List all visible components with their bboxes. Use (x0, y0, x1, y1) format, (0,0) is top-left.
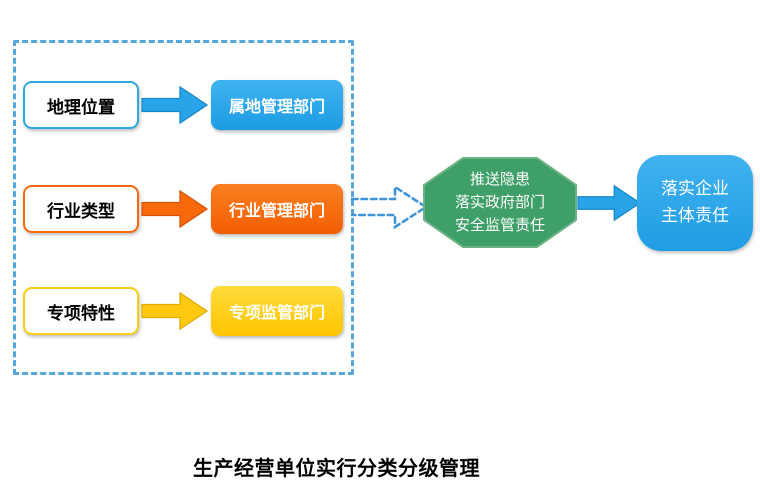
factor-label: 专项特性 (47, 303, 115, 323)
classification-frame (13, 40, 354, 375)
government-octagon: 推送隐患 落实政府部门 安全监管责任 (422, 156, 578, 249)
octagon-line: 安全监管责任 (454, 215, 545, 234)
department-box-industry: 行业管理部门 (211, 184, 343, 234)
factor-box-special: 专项特性 (23, 287, 139, 335)
blue-arrow-right-icon (141, 85, 209, 125)
enterprise-line: 主体责任 (661, 206, 729, 226)
factor-label: 地理位置 (47, 97, 115, 117)
classification-row-industry: 行业类型 行业管理部门 (23, 183, 343, 235)
department-box-territorial: 属地管理部门 (211, 80, 343, 130)
dashed-arrow-right-icon (350, 184, 429, 230)
octagon-line: 落实政府部门 (454, 193, 545, 212)
yellow-arrow-right-icon (141, 291, 209, 331)
octagon-shape (423, 157, 577, 248)
department-box-special-supervision: 专项监管部门 (211, 286, 343, 336)
octagon-text: 推送隐患 落实政府部门 安全监管责任 (422, 156, 578, 249)
department-label: 专项监管部门 (228, 305, 325, 322)
diagram-title: 生产经营单位实行分类分级管理 (193, 458, 480, 480)
blue-arrow-right-icon (577, 184, 640, 222)
classification-row-location: 地理位置 属地管理部门 (23, 79, 343, 131)
factor-label: 行业类型 (47, 201, 115, 221)
enterprise-line: 落实企业 (661, 178, 729, 199)
department-label: 行业管理部门 (228, 203, 325, 220)
department-label: 属地管理部门 (228, 99, 325, 116)
classification-row-special: 专项特性 专项监管部门 (23, 285, 343, 337)
orange-arrow-right-icon (141, 189, 209, 229)
octagon-line: 推送隐患 (469, 170, 530, 189)
factor-box-industry: 行业类型 (23, 185, 139, 233)
enterprise-responsibility-box: 落实企业 主体责任 (637, 155, 753, 251)
factor-box-location: 地理位置 (23, 81, 139, 129)
